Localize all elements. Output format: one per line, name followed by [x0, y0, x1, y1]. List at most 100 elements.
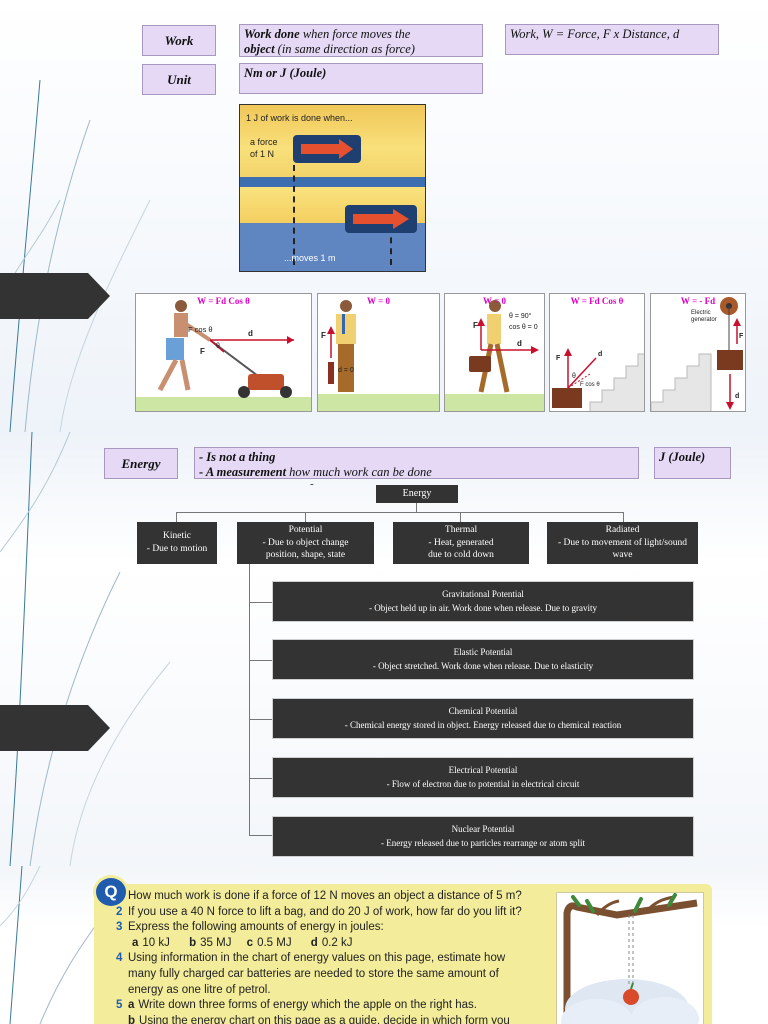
q3d-value: 0.2 kJ [321, 936, 353, 949]
panel-5-caption: W = - Fd [680, 296, 716, 306]
electrical-node: Electrical Potential - Flow of electron … [272, 757, 694, 798]
force-text-1: a force [250, 137, 278, 147]
potential-desc: - Due to object change position, shape, … [262, 537, 349, 561]
panel-1-d: d [248, 329, 253, 338]
chemical-desc: - Chemical energy stored in object. Ener… [344, 719, 622, 730]
block-start [293, 135, 361, 163]
panel-1-fcos: F cos θ [188, 325, 213, 334]
tree-connector [249, 719, 272, 720]
panel-3-d: d [517, 339, 522, 348]
energy-root-node: Energy [376, 485, 458, 503]
question-badge-label: Q [104, 882, 118, 901]
arrow-right-icon [301, 139, 353, 159]
kinetic-title: Kinetic [163, 531, 191, 542]
energy-def-2-bold: - A measurement [199, 465, 287, 479]
question-4-line-3: energy as one litre of petrol. [128, 983, 271, 996]
energy-label: Energy [121, 455, 161, 471]
question-2: 2 If you use a 40 N force to lift a bag, … [116, 905, 522, 921]
moves-text: ...moves 1 m [284, 253, 336, 263]
question-5b-text: Using the energy chart on this page as a… [139, 1014, 510, 1024]
energy-def-2-rest: how much work can be done [286, 465, 432, 479]
panel-3-cos: cos θ = 0 [509, 324, 538, 331]
panel-4-fcos: F cos θ [580, 382, 600, 388]
slide-tab-marker [0, 705, 110, 751]
q3d-letter: d [310, 936, 318, 949]
elastic-node: Elastic Potential - Object stretched. Wo… [272, 639, 694, 680]
example-panel-1: W = Fd Cos θ F cos θ d F θ [135, 293, 312, 412]
q3b-value: 35 MJ [200, 936, 232, 949]
tree-connector [176, 512, 177, 522]
tree-connector [176, 512, 624, 513]
work-def-rest-2: (in same direction as force) [274, 42, 415, 56]
q3a-letter: a [132, 936, 139, 949]
electrical-title: Electrical Potential [448, 765, 518, 775]
electrical-desc: - Flow of electron due to potential in e… [386, 778, 580, 789]
potential-title: Potential [288, 524, 323, 535]
question-4-num: 4 [116, 952, 123, 965]
tree-connector [249, 660, 272, 661]
tree-connector [623, 512, 624, 522]
work-label-box: Work [142, 25, 216, 56]
block-end [345, 205, 417, 233]
panel-3-theta: θ = 90° [509, 312, 532, 320]
potential-node: Potential - Due to object change positio… [237, 522, 374, 564]
slide-tab-marker [0, 273, 110, 319]
gravitational-desc: - Object held up in air. Work done when … [368, 602, 598, 613]
work-formula: Work, W = Force, F x Distance, d [510, 27, 680, 41]
unit-value: Nm or J (Joule) [244, 66, 327, 80]
panel-4-d: d [598, 351, 602, 358]
energy-slide: Energy - Is not a thing - A measurement … [0, 432, 768, 866]
example-panel-5: W = - Fd Electric generator F d [650, 293, 746, 412]
q3b-letter: b [189, 936, 197, 949]
elastic-title: Elastic Potential [453, 647, 513, 657]
panel-1-theta: θ [216, 343, 220, 350]
kinetic-node: Kinetic - Due to motion [137, 522, 217, 564]
energy-unit-box: J (Joule) [654, 447, 731, 479]
tree-connector [249, 602, 272, 603]
question-1-text: How much work is done if a force of 12 N… [128, 890, 522, 902]
force-text-2: of 1 N [250, 149, 275, 159]
panel-5-gen-1: Electric [691, 310, 711, 316]
q3c-letter: c [246, 936, 254, 949]
energy-definition-box: - Is not a thing - A measurement how muc… [194, 447, 639, 479]
work-def-rest-1: when force moves the [299, 27, 411, 41]
tree-connector [416, 503, 417, 512]
question-5a-text: Write down three forms of energy which t… [138, 999, 477, 1012]
energy-def-1: - Is not a thing [199, 450, 276, 464]
question-4-cont-1: many fully charged car batteries are nee… [116, 967, 522, 983]
radiated-node: Radiated - Due to movement of light/soun… [547, 522, 698, 564]
tree-connector [249, 778, 272, 779]
radiated-desc: - Due to movement of light/sound wave [557, 537, 688, 561]
question-4-cont-2: energy as one litre of petrol. [116, 983, 522, 999]
chemical-title: Chemical Potential [448, 706, 518, 716]
question-badge: Q [96, 878, 126, 906]
panel-1-f: F [200, 347, 205, 356]
q3c-value: 0.5 MJ [257, 936, 292, 949]
energy-unit: J (Joule) [659, 450, 706, 464]
q3a-value: 10 kJ [142, 936, 170, 949]
question-2-num: 2 [116, 905, 123, 918]
question-2-text: If you use a 40 N force to lift a bag, a… [128, 905, 522, 918]
tree-connector [249, 564, 250, 835]
elastic-desc: - Object stretched. Work done when relea… [372, 660, 594, 671]
example-panel-3: W = 0 θ = 90° cos θ = 0 F d [444, 293, 545, 412]
work-illustration: 1 J of work is done when... a force of 1… [239, 104, 426, 272]
panel-1-caption: W = Fd Cos θ [197, 296, 250, 306]
panel-3-caption: W = 0 [483, 296, 506, 306]
energy-root-label: Energy [402, 488, 432, 500]
thermal-node: Thermal - Heat, generated due to cold do… [393, 522, 529, 564]
question-3-num: 3 [116, 921, 123, 934]
work-slide: Work Work done when force moves the obje… [0, 0, 768, 432]
panel-4-theta: θ [572, 373, 576, 380]
panel-2-d: d = 0 [338, 367, 354, 374]
q5b-letter: b [128, 1014, 136, 1024]
kinetic-desc: - Due to motion [146, 544, 208, 554]
thermal-title: Thermal [444, 524, 478, 535]
formula-box: Work, W = Force, F x Distance, d [505, 24, 719, 55]
